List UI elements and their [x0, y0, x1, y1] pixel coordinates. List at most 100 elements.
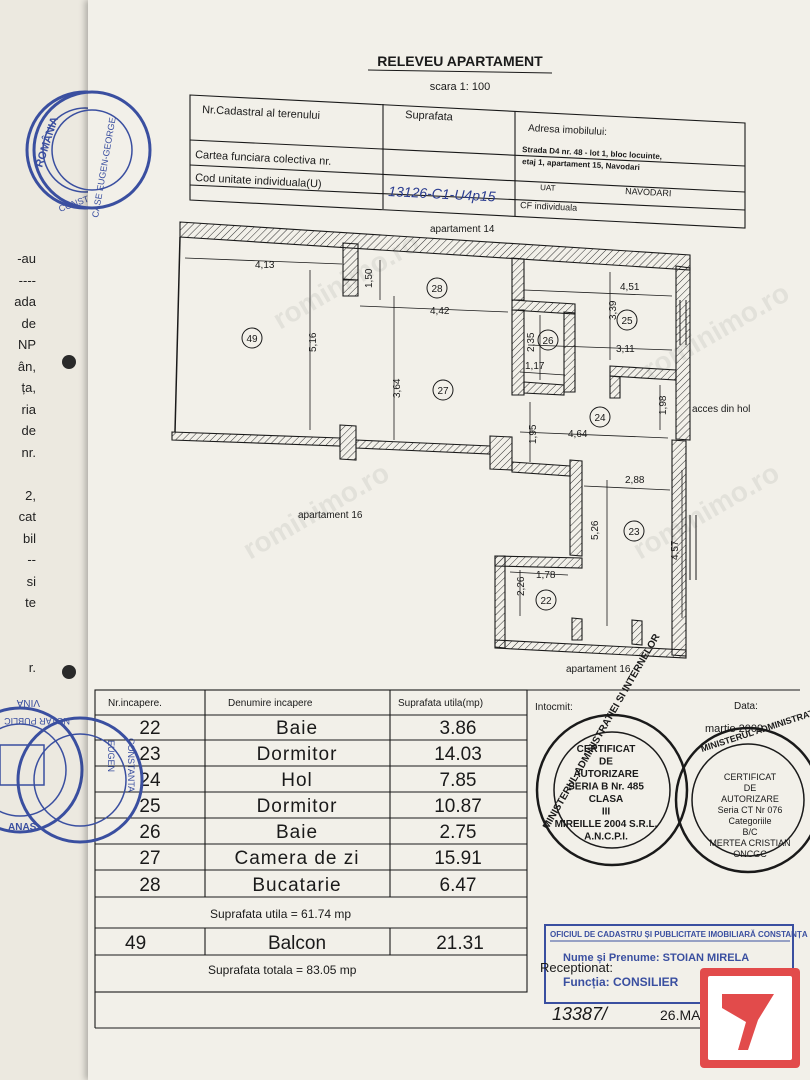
underlying-text-line: bil — [22, 530, 36, 546]
room-number: 26 — [542, 336, 554, 347]
plan-walls — [171, 221, 691, 659]
underlying-text-line: te — [25, 595, 36, 610]
stamp-line: DE — [599, 757, 613, 768]
underlying-text-line: 2, — [25, 487, 36, 503]
table-cell-area: 2.75 — [440, 822, 477, 843]
neighbor-top: apartament 14 — [430, 224, 495, 235]
table-cell-name: Baie — [276, 718, 318, 739]
header-area: Suprafata utila(mp) — [398, 698, 483, 709]
stamp-line: Seria CT Nr 076 — [718, 805, 783, 815]
vina-text: VINA — [16, 697, 40, 708]
room-number: 23 — [628, 527, 640, 538]
grand-total: Suprafata totala = 83.05 mp — [208, 963, 357, 977]
table-cell-nr: 23 — [139, 744, 160, 765]
dim-label: 3,39 — [608, 300, 619, 320]
window-marks — [679, 300, 697, 580]
table-cell-area: 6.47 — [440, 875, 477, 896]
room-markers: 49 28 27 26 25 24 23 22 — [241, 277, 645, 611]
dim-label: 3,64 — [392, 378, 403, 398]
stamp-line: SERIA B Nr. 485 — [568, 782, 644, 793]
stamp-line: DE — [744, 783, 757, 793]
dim-label: 1,98 — [658, 395, 669, 415]
cf-label: CF individuala — [520, 200, 577, 213]
watermark: rominimo.ro — [628, 457, 785, 566]
dim-label: 1,17 — [525, 361, 545, 372]
dim-label: 5,26 — [590, 520, 601, 540]
underlying-text-line: ada — [14, 294, 36, 309]
table-cell-name: Bucatarie — [252, 875, 341, 896]
receiver-function: Funcția: CONSILIER — [563, 975, 679, 989]
dim-label: 1,50 — [364, 268, 375, 288]
table-cell-nr: 22 — [139, 718, 160, 739]
stamp-line: CERTIFICAT — [724, 772, 777, 782]
underlying-text-line: de — [21, 423, 36, 438]
neighbor-bottom: apartament 16 — [566, 664, 631, 675]
room-number: 28 — [431, 284, 443, 295]
notary-side-text: NOTAR PUBLIC — [4, 716, 70, 726]
land-book-label: Cartea funciara colectiva nr. — [195, 149, 332, 168]
underlying-text-line: NP — [17, 337, 36, 352]
certificate-stamp-right: MINISTERUL ADMINISTRATIEI CERTIFICATDEAU… — [674, 704, 810, 874]
stamp-line: AUTORIZARE — [573, 769, 639, 780]
anas-text: ANAS — [8, 822, 37, 833]
underlying-text-line: nr. — [21, 444, 36, 460]
dim-label: 1,95 — [528, 424, 539, 444]
document-scale: scara 1: 100 — [430, 81, 491, 93]
received-label: Receptionat: — [540, 960, 613, 975]
address-line-2: etaj 1, apartament 15, Navodari — [522, 157, 640, 172]
notary-stamp-overlap: CASE EUGEN-GEORGE CONSTANTA EUGEN — [16, 90, 152, 844]
room-number: 27 — [437, 386, 449, 397]
stamp-line: III — [602, 807, 611, 818]
dim-label: 4,51 — [620, 282, 640, 293]
table-cell-area: 3.86 — [440, 718, 477, 739]
table-cell-name: Camera de zi — [235, 848, 360, 869]
table-cell-nr: 24 — [139, 770, 161, 791]
constanta-text: CONSTANTA — [126, 738, 136, 792]
balcony-area: 21.31 — [436, 933, 484, 954]
rooms-table-headers: Nr.incapere. Denumire incapere Suprafata… — [108, 698, 483, 709]
dim-label: 2,26 — [516, 576, 527, 596]
stamp-line: Categoriile — [728, 816, 771, 826]
table-cell-name: Dormitor — [257, 796, 338, 817]
underlying-text-line: de — [21, 315, 36, 331]
entrance-label: acces din hol — [692, 404, 750, 415]
date-label: Data: — [734, 701, 758, 712]
info-table — [189, 94, 746, 229]
punch-hole — [62, 355, 76, 369]
stamp-line: MIREILLE 2004 S.R.L. — [555, 819, 658, 830]
table-cell-nr: 26 — [139, 822, 160, 843]
table-cell-area: 15.91 — [434, 848, 482, 869]
prepared-label: Intocmit: — [535, 702, 573, 713]
useful-total: Suprafata utila = 61.74 mp — [210, 907, 351, 921]
table-cell-area: 10.87 — [434, 796, 482, 817]
stamp-line: CERTIFICAT — [577, 744, 636, 755]
cadastral-label: Nr.Cadastral al terenului — [202, 104, 320, 122]
dim-label: 3,11 — [616, 344, 635, 355]
registry-number: 13387/ — [552, 1004, 609, 1024]
room-number: 22 — [540, 596, 552, 607]
registry-date: 26.MA — [660, 1007, 701, 1023]
dim-label: 5,16 — [308, 332, 319, 352]
underlying-text-line: -- — [27, 552, 36, 567]
room-number: 25 — [621, 316, 633, 327]
stamp-line: ONCGC — [733, 849, 767, 859]
table-cell-nr: 25 — [139, 796, 160, 817]
stamp-line: CLASA — [589, 794, 623, 805]
underlying-text-line: ria — [21, 401, 36, 417]
table-cell-area: 14.03 — [434, 744, 482, 765]
document-title: RELEVEU APARTAMENT — [377, 53, 543, 69]
area-label: Suprafata — [405, 109, 454, 123]
balcony-nr: 49 — [125, 933, 146, 954]
table-cell-name: Dormitor — [257, 744, 338, 765]
dim-label: 4,57 — [670, 540, 681, 560]
receiver-name: Nume și Prenume: STOIAN MIRELA — [563, 952, 749, 964]
room-number: 49 — [246, 334, 258, 345]
underlying-text-line: r. — [28, 659, 36, 675]
underlying-text-line: cat — [18, 509, 36, 524]
dim-label: 4,13 — [255, 260, 275, 271]
dimension-labels: 4,13 1,50 4,42 5,16 3,64 2,35 1,17 3,39 … — [255, 260, 681, 596]
stamp-line: MERTEA CRISTIAN — [709, 838, 790, 848]
bird-icon — [722, 994, 774, 1050]
